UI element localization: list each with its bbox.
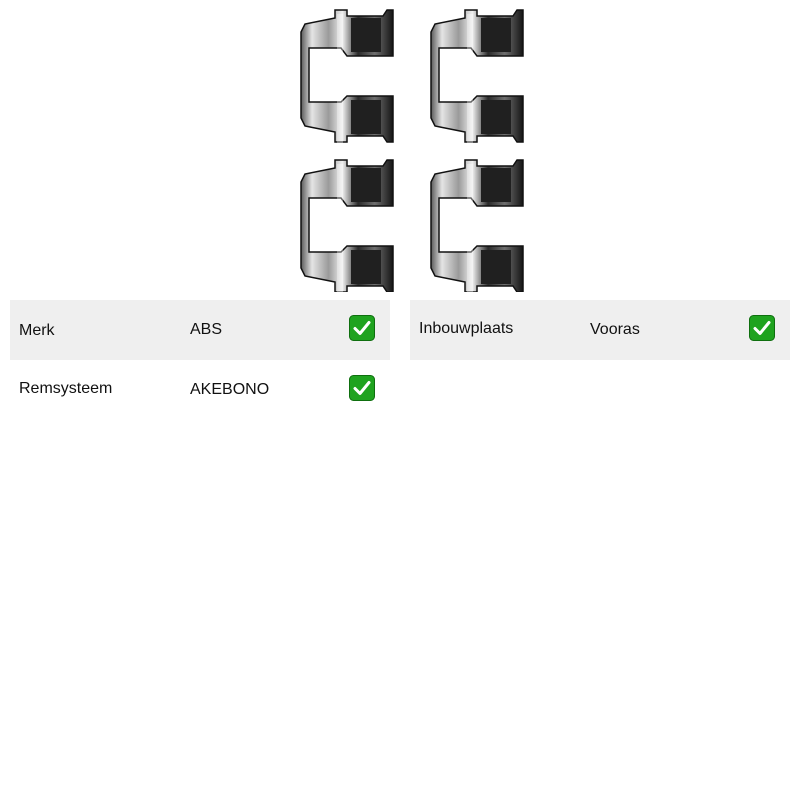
spec-value: AKEBONO xyxy=(190,381,270,398)
spec-value: ABS xyxy=(190,321,223,338)
spec-value: Vooras xyxy=(590,321,640,338)
spec-label: Merk xyxy=(19,322,55,339)
check-mark-icon xyxy=(349,375,375,401)
spec-label: Inbouwplaats xyxy=(419,320,514,337)
spec-row-merk: Merk ABS xyxy=(10,300,390,360)
clip-bottom-left xyxy=(300,159,394,292)
spec-table-left: Merk ABS Remsysteem AKEBONO xyxy=(10,300,390,420)
clip-top-left xyxy=(300,9,394,145)
product-image xyxy=(300,9,524,292)
spec-row-inbouwplaats: Inbouwplaats Vooras xyxy=(410,300,790,360)
check-mark-icon xyxy=(749,315,775,341)
check-mark-icon xyxy=(349,315,375,341)
spec-table-right: Inbouwplaats Vooras xyxy=(410,300,790,360)
spec-row-remsysteem: Remsysteem AKEBONO xyxy=(10,360,390,420)
spec-label: Remsysteem xyxy=(19,380,113,397)
clip-bottom-right xyxy=(430,159,524,292)
clip-top-right xyxy=(430,9,524,145)
